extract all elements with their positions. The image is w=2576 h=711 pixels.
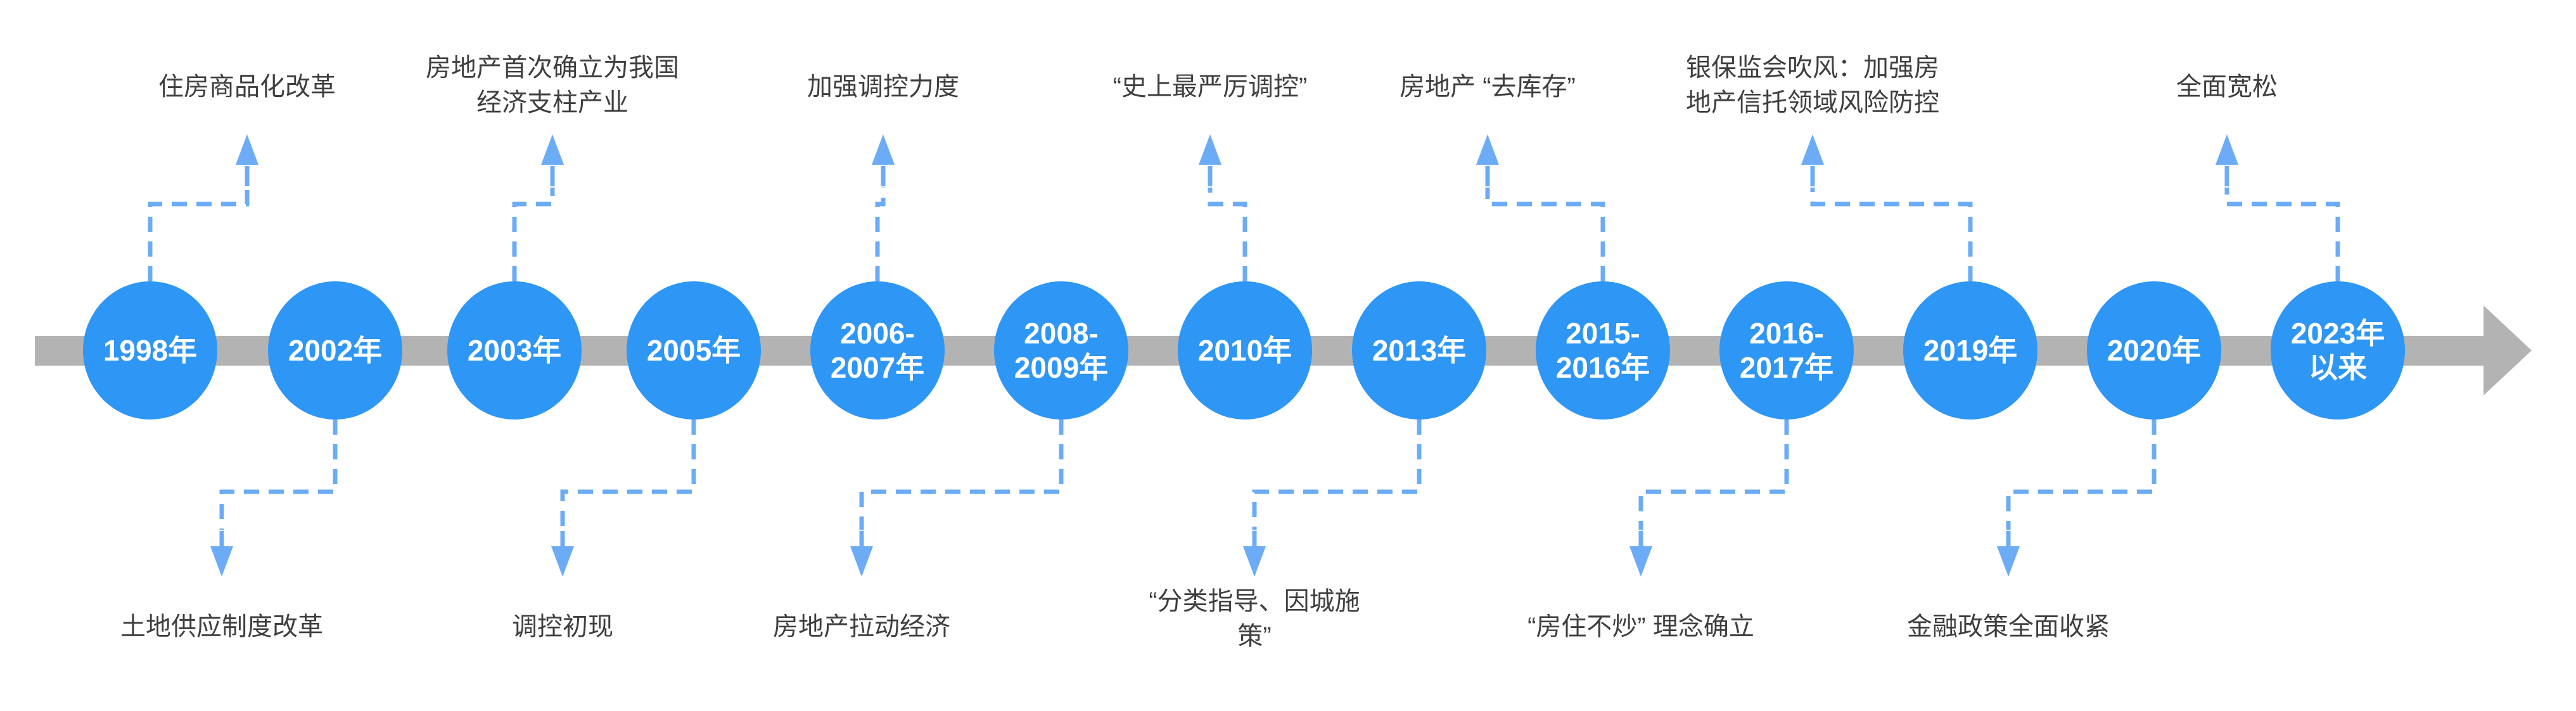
connector-elbow: [2224, 188, 2340, 281]
connector-arrowhead-down-icon: [551, 546, 574, 577]
event-label: 住房商品化改革: [158, 73, 336, 101]
event-label: 调控初现: [512, 613, 613, 641]
timeline-year-node: 2016- 2017年: [1719, 281, 1854, 420]
connector-elbow: [148, 188, 250, 281]
connector-arrowhead-up-icon: [872, 134, 895, 165]
event-label: 银保监会吹风：加强房 地产信托领域风险防控: [1686, 54, 1939, 117]
timeline-year-node: 2015- 2016年: [1536, 281, 1670, 420]
connector-elbow: [1638, 420, 1789, 530]
connector-elbow: [1810, 188, 1973, 281]
timeline-axis-arrowhead: [2484, 305, 2532, 395]
connector-elbow: [512, 188, 555, 281]
connector-elbow: [1485, 188, 1605, 281]
connector-arrowhead-down-icon: [1997, 546, 2020, 577]
timeline-year-node: 2013年: [1352, 281, 1486, 420]
timeline-year-node: 2008- 2009年: [994, 281, 1128, 420]
connector-elbow: [859, 420, 1064, 530]
connector-elbow: [875, 188, 886, 281]
connector-arrowhead-up-icon: [541, 134, 564, 165]
connector-arrowhead-up-icon: [1476, 134, 1499, 165]
timeline-year-node: 2023年 以来: [2271, 281, 2405, 420]
connector-elbow: [1208, 188, 1247, 281]
timeline-year-node: 2020年: [2087, 281, 2221, 420]
timeline-year-node: 2002年: [268, 281, 402, 420]
timeline-year-node: 1998年: [83, 281, 217, 420]
event-label: 房地产首次确立为我国 经济支柱产业: [426, 54, 679, 117]
connector-elbow: [1252, 420, 1422, 530]
event-label: 房地产 “去库存”: [1400, 73, 1576, 101]
timeline-year-node: 2005年: [627, 281, 761, 420]
event-label: 土地供应制度改革: [120, 613, 323, 641]
connector-arrowhead-up-icon: [236, 134, 258, 165]
connector-elbow: [219, 420, 338, 530]
connector-arrowhead-down-icon: [1243, 546, 1266, 577]
connector-arrowhead-up-icon: [1801, 134, 1824, 165]
timeline-year-node: 2010年: [1178, 281, 1312, 420]
timeline-year-node: 2006- 2007年: [810, 281, 945, 420]
event-label: “房住不炒” 理念确立: [1527, 613, 1754, 641]
connector-arrowhead-down-icon: [850, 546, 873, 577]
timeline-year-node: 2003年: [447, 281, 582, 420]
event-label: “分类指导、因城施 策”: [1149, 587, 1360, 650]
event-label: 房地产拉动经济: [773, 613, 950, 641]
event-label: “史上最严厉调控”: [1113, 73, 1308, 101]
event-label: 金融政策全面收紧: [1907, 613, 2110, 641]
connector-arrowhead-down-icon: [210, 546, 233, 577]
connector-arrowhead-down-icon: [1629, 546, 1652, 577]
event-label: 加强调控力度: [807, 73, 959, 101]
connector-elbow: [560, 420, 696, 530]
connector-arrowhead-up-icon: [2216, 134, 2238, 165]
connector-arrowhead-up-icon: [1199, 134, 1221, 165]
connector-elbow: [2006, 420, 2157, 530]
event-label: 全面宽松: [2176, 73, 2278, 101]
timeline-year-node: 2019年: [1903, 281, 2037, 420]
